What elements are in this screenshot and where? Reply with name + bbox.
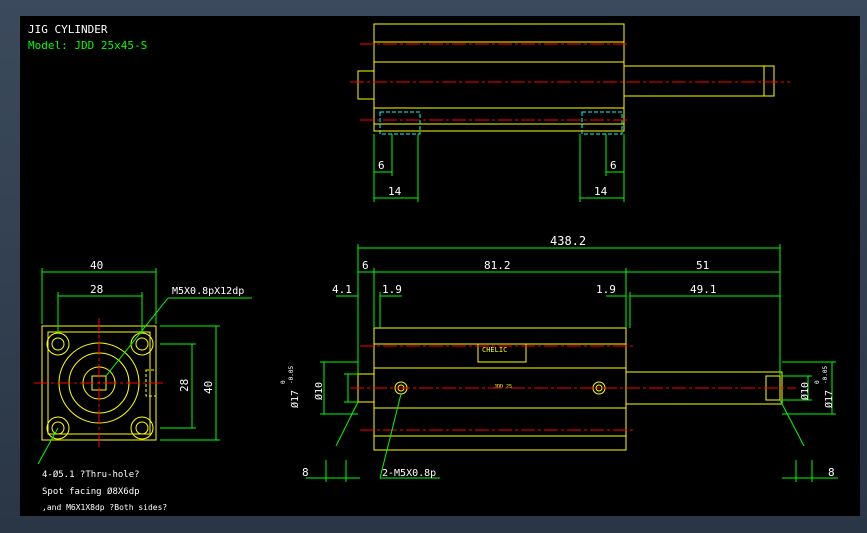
dim-side-bot-right-8: 8	[828, 466, 835, 479]
dim-top-left-6: 6	[378, 159, 385, 172]
end-mount-hole-inner	[135, 421, 149, 435]
cad-drawing: JIG CYLINDER Model: JDD 25x45-S 6 14	[28, 23, 838, 512]
dim-side-total: 438.2	[550, 234, 586, 248]
top-view: 6 14 6 14	[350, 23, 790, 202]
top-hidden-slot-right	[581, 111, 623, 135]
end-view: 40 28 28 40 M5X0.8pX12dp 4-Ø5.1 ?Thru-ho…	[34, 259, 252, 512]
end-dimensions	[37, 268, 252, 465]
dim-side-81: 81.2	[484, 259, 511, 272]
side-label-brand: CHELIC	[482, 346, 507, 354]
dim-side-51: 51	[696, 259, 709, 272]
dim-side-left-dia17: Ø17	[289, 390, 301, 408]
dim-side-right-tol: -0.05	[822, 366, 829, 384]
top-dimensions	[373, 134, 625, 202]
top-rod	[623, 65, 775, 97]
dim-side-left-tol0: 0	[280, 380, 287, 384]
dim-top-right-6: 6	[610, 159, 617, 172]
dim-end-inner-w: 28	[90, 283, 103, 296]
end-tap-callout: M5X0.8pX12dp	[172, 286, 244, 297]
dim-side-left-tol: -0.05	[288, 366, 295, 384]
dim-end-outer-h: 40	[202, 381, 215, 394]
dim-end-outer-w: 40	[90, 259, 103, 272]
side-view: CHELIC JDD 25	[280, 234, 838, 482]
end-mount-hole-inner	[51, 337, 65, 351]
end-mount-hole	[46, 332, 70, 356]
dim-side-right-tol0: 0	[814, 380, 821, 384]
dim-top-left-14: 14	[388, 185, 402, 198]
dim-side-6: 6	[362, 259, 369, 272]
side-port-right-inner	[595, 384, 603, 392]
dim-side-right-dia17: Ø17	[823, 390, 835, 408]
dim-side-41: 4.1	[332, 283, 352, 296]
end-mount-hole	[46, 416, 70, 440]
side-label-plate	[477, 343, 527, 363]
dim-side-19b: 1.9	[596, 283, 616, 296]
top-body-outline	[373, 23, 625, 132]
dim-side-bot-left-8: 8	[302, 466, 309, 479]
end-note-3: ,and M6X1X8dp ?Both sides?	[42, 503, 167, 512]
dim-side-right-dia10: Ø10	[799, 382, 811, 400]
side-port-callout: 2-M5X0.8p	[382, 468, 436, 479]
dim-top-right-14: 14	[594, 185, 608, 198]
model-label: Model: JDD 25x45-S	[28, 39, 147, 52]
top-left-cap	[357, 70, 375, 100]
dim-side-19a: 1.9	[382, 283, 402, 296]
dim-side-left-dia10: Ø10	[313, 382, 325, 400]
end-mount-hole-inner	[135, 337, 149, 351]
end-mount-hole	[130, 416, 154, 440]
end-note-2: Spot facing Ø8X6dp	[42, 486, 140, 497]
dim-side-491: 49.1	[690, 283, 717, 296]
side-dimensions	[306, 244, 838, 482]
end-mount-hole-inner	[51, 421, 65, 435]
side-label-model: JDD 25	[494, 384, 512, 390]
drawing-title: JIG CYLINDER	[28, 23, 108, 36]
drawing-canvas[interactable]: JIG CYLINDER Model: JDD 25x45-S 6 14	[20, 16, 860, 516]
end-note-1: 4-Ø5.1 ?Thru-hole?	[42, 469, 140, 480]
top-hidden-slot-left	[379, 111, 421, 135]
dim-end-inner-h: 28	[178, 379, 191, 392]
